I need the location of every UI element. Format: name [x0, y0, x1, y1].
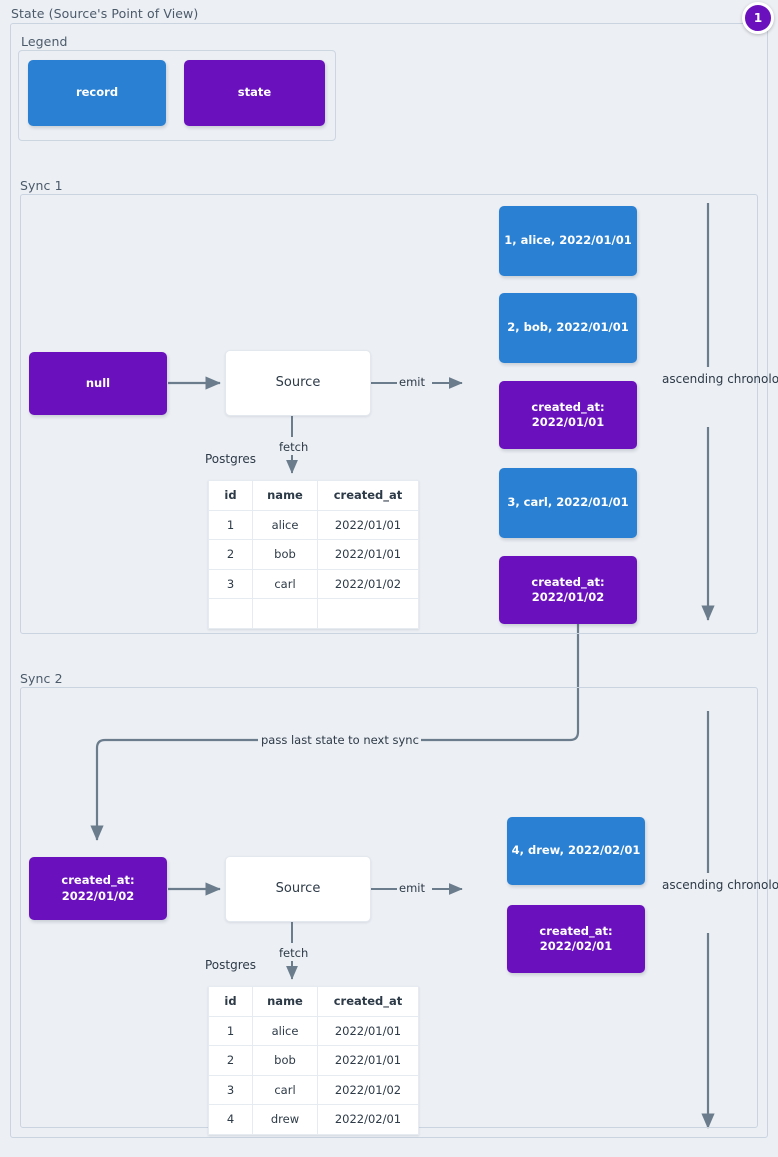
table-row: 2 bob 2022/01/01	[208, 1045, 419, 1076]
sync2-message-state-1-line2: 2022/02/01	[539, 939, 613, 953]
page-title: State (Source's Point of View)	[11, 6, 199, 21]
table-row: 1 alice 2022/01/01	[208, 1015, 419, 1046]
legend-item-record: record	[28, 60, 166, 126]
sync1-message-state-1-line2: 2022/01/01	[531, 415, 605, 429]
sync2-axis-line1: ascending	[662, 878, 724, 892]
pass-state-label: pass last state to next sync	[259, 733, 421, 747]
sync1-cell-created	[317, 598, 419, 629]
sync2-axis-line2: chronological	[727, 878, 778, 892]
sync1-cell-id	[208, 598, 253, 629]
sync1-axis-line2: chronological	[727, 372, 778, 386]
sync1-db-label: Postgres	[205, 452, 257, 466]
sync2-db-label: Postgres	[205, 958, 257, 972]
table-row	[208, 598, 419, 629]
sync2-input-state: created_at: 2022/01/02	[29, 857, 167, 920]
sync2-th-id: id	[208, 986, 253, 1017]
sync2-cell-created: 2022/01/01	[317, 1045, 419, 1076]
sync2-source-label: Source	[275, 881, 321, 897]
sync1-input-state-label: null	[85, 375, 111, 390]
sync2-cell-name: bob	[252, 1045, 318, 1076]
sync1-message-record-1-label: 1, alice, 2022/01/01	[504, 233, 632, 248]
sync2-cell-name: drew	[252, 1104, 318, 1135]
sync2-cell-name: carl	[252, 1074, 318, 1105]
table-header-row: id name created_at	[208, 480, 419, 511]
sync1-emit-label: emit	[397, 375, 427, 389]
table-header-row: id name created_at	[208, 986, 419, 1017]
sync2-label: Sync 2	[20, 671, 63, 686]
sync2-fetch-label: fetch	[277, 946, 311, 960]
sync2-th-created: created_at	[317, 986, 419, 1017]
sync2-th-name: name	[252, 986, 318, 1017]
sync1-message-state-2: created_at: 2022/01/02	[499, 556, 637, 624]
sync2-cell-name: alice	[252, 1015, 318, 1046]
sync1-message-record-2-label: 2, bob, 2022/01/01	[507, 320, 629, 335]
sync2-input-state-line1: created_at:	[61, 873, 135, 888]
sync2-input-state-line2: 2022/01/02	[61, 888, 135, 903]
sync1-source-node: Source	[225, 350, 371, 416]
legend-item-record-label: record	[75, 85, 119, 100]
sync1-th-id: id	[208, 480, 253, 511]
sync1-cell-name: alice	[252, 509, 318, 540]
sync1-message-state-1-line1: created_at:	[531, 399, 605, 414]
sync1-cell-id: 3	[208, 568, 253, 599]
sync1-postgres-table: id name created_at 1 alice 2022/01/01 2 …	[208, 480, 419, 629]
sync1-axis-label: ascending chronological order	[662, 372, 778, 388]
sync2-cell-id: 4	[208, 1104, 253, 1135]
sync2-message-state-1-line1: created_at:	[539, 923, 613, 938]
sync2-emit-label: emit	[397, 881, 427, 895]
legend-label: Legend	[21, 34, 68, 49]
sync2-postgres-table: id name created_at 1 alice 2022/01/01 2 …	[208, 986, 419, 1135]
sync1-message-state-2-line2: 2022/01/02	[531, 590, 605, 604]
sync1-group-box	[20, 194, 758, 634]
table-row: 1 alice 2022/01/01	[208, 509, 419, 540]
legend-item-state: state	[184, 60, 325, 126]
sync2-message-state-1: created_at: 2022/02/01	[507, 905, 645, 973]
sync1-message-record-3: 3, carl, 2022/01/01	[499, 468, 637, 538]
sync1-fetch-label: fetch	[277, 440, 311, 454]
table-row: 2 bob 2022/01/01	[208, 539, 419, 570]
sync1-input-state: null	[29, 352, 167, 415]
sync2-cell-created: 2022/01/01	[317, 1015, 419, 1046]
sync1-cell-created: 2022/01/01	[317, 509, 419, 540]
sync1-message-record-1: 1, alice, 2022/01/01	[499, 206, 637, 276]
table-row: 3 carl 2022/01/02	[208, 568, 419, 599]
sync2-message-record-1: 4, drew, 2022/02/01	[507, 817, 645, 885]
sync1-cell-created: 2022/01/01	[317, 539, 419, 570]
legend-item-state-label: state	[237, 85, 272, 100]
sync2-cell-id: 2	[208, 1045, 253, 1076]
sync1-axis-line1: ascending	[662, 372, 724, 386]
sync2-cell-id: 1	[208, 1015, 253, 1046]
sync2-axis-label: ascending chronological order	[662, 878, 778, 894]
sync1-th-name: name	[252, 480, 318, 511]
sync2-cell-id: 3	[208, 1074, 253, 1105]
sync2-source-node: Source	[225, 856, 371, 922]
sync1-cell-id: 1	[208, 509, 253, 540]
sync1-message-record-3-label: 3, carl, 2022/01/01	[507, 495, 629, 510]
sync1-label: Sync 1	[20, 178, 63, 193]
sync1-message-record-2: 2, bob, 2022/01/01	[499, 293, 637, 363]
sync1-cell-name	[252, 598, 318, 629]
sync2-cell-created: 2022/02/01	[317, 1104, 419, 1135]
sync1-th-created: created_at	[317, 480, 419, 511]
table-row: 4 drew 2022/02/01	[208, 1104, 419, 1135]
sync1-cell-name: carl	[252, 568, 318, 599]
sync1-source-label: Source	[275, 375, 321, 391]
sync2-cell-created: 2022/01/02	[317, 1074, 419, 1105]
sync1-cell-name: bob	[252, 539, 318, 570]
sync1-message-state-2-line1: created_at:	[531, 574, 605, 589]
sync2-message-record-1-label: 4, drew, 2022/02/01	[511, 843, 641, 858]
sync1-message-state-1: created_at: 2022/01/01	[499, 381, 637, 449]
sync1-cell-id: 2	[208, 539, 253, 570]
outer-group-box	[10, 23, 768, 1138]
step-badge[interactable]: 1	[742, 2, 774, 34]
sync1-cell-created: 2022/01/02	[317, 568, 419, 599]
table-row: 3 carl 2022/01/02	[208, 1074, 419, 1105]
